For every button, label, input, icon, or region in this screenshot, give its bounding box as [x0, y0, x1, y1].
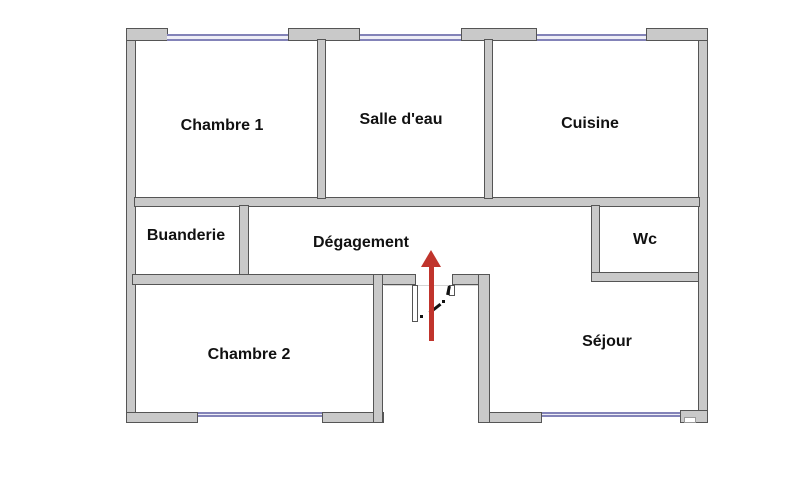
wall-outer-left: [126, 28, 136, 423]
window-cuisine-icon: [537, 34, 646, 41]
room-label-chambre1: Chambre 1: [180, 117, 264, 134]
window-chambre1-icon: [167, 34, 288, 41]
room-label-sejour: Séjour: [582, 333, 632, 350]
window-sejour-icon: [542, 412, 680, 417]
entrance-arrow-shaft: [429, 266, 434, 341]
wall-salledeau-cuisine: [484, 39, 493, 199]
window-end-post: [684, 417, 696, 423]
wall-bottom-segment-2: [322, 412, 384, 423]
wall-bottom-segment-1: [126, 412, 198, 423]
wall-buanderie-degagement: [239, 205, 249, 277]
wall-horizontal-upper: [134, 197, 700, 207]
door-jamb-left: [412, 285, 418, 322]
wall-top-segment-3: [461, 28, 537, 41]
room-label-wc: Wc: [633, 231, 657, 248]
room-label-chambre2: Chambre 2: [207, 346, 291, 363]
wall-outer-right: [698, 28, 708, 423]
wall-wc-west: [591, 205, 600, 282]
wall-top-segment-4: [646, 28, 708, 41]
room-label-cuisine: Cuisine: [561, 115, 619, 132]
door-swing-dot-1: [420, 315, 423, 318]
door-swing-dot-2: [442, 300, 445, 303]
window-chambre2-icon: [198, 412, 322, 417]
wall-top-segment-1: [126, 28, 168, 41]
window-salle-deau-icon: [360, 34, 461, 41]
room-label-degagement: Dégagement: [312, 234, 410, 251]
wall-chambre1-salledeau: [317, 39, 326, 199]
room-label-buanderie: Buanderie: [146, 227, 226, 244]
wall-horizontal-lower: [132, 274, 416, 285]
wall-chambre2-east: [373, 274, 383, 423]
wall-sejour-west: [478, 274, 490, 423]
entrance-arrow-icon: [421, 250, 441, 267]
wall-wc-south: [591, 272, 699, 282]
room-label-salle-deau: Salle d'eau: [359, 111, 443, 128]
